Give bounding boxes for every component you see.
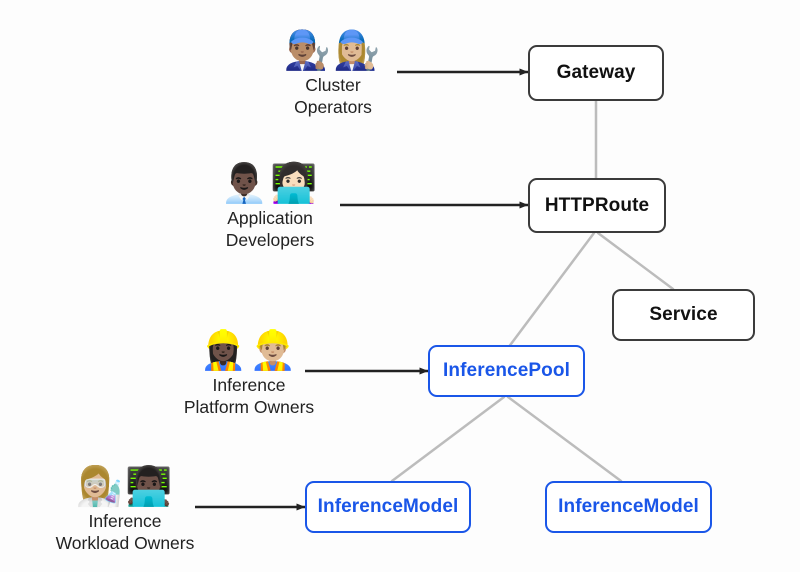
- persona-application-developers: 👨🏿‍💼👩🏻‍💻 Application Developers: [160, 161, 380, 251]
- node-gateway[interactable]: Gateway: [528, 45, 664, 101]
- node-label-inferencemodel-1: InferenceModel: [317, 496, 459, 517]
- application-developers-emoji-icons: 👨🏿‍💼👩🏻‍💻: [220, 161, 320, 205]
- node-label-inferencepool: InferencePool: [443, 360, 570, 381]
- node-inferencemodel-2[interactable]: InferenceModel: [545, 481, 712, 533]
- edge-httproute-service: [596, 231, 675, 291]
- edge-inferencepool-inferencemodel-1: [390, 395, 506, 483]
- persona-cluster-operators: 👨🏽‍🔧👩🏼‍🔧 Cluster Operators: [223, 28, 443, 118]
- node-httproute[interactable]: HTTPRoute: [528, 178, 666, 233]
- inference-platform-owners-emoji-icons: 👷🏿‍♀️👷🏼‍♂️: [199, 328, 299, 372]
- persona-label-application-developers: Application Developers: [225, 208, 315, 250]
- cluster-operators-emoji-icons: 👨🏽‍🔧👩🏼‍🔧: [283, 28, 383, 72]
- edge-inferencepool-inferencemodel-2: [506, 395, 623, 483]
- persona-inference-workload-owners: 👩🏼‍🔬👨🏿‍💻 Inference Workload Owners: [15, 464, 235, 554]
- persona-label-inference-platform-owners: Inference Platform Owners: [183, 375, 315, 417]
- node-label-httproute: HTTPRoute: [544, 194, 650, 216]
- node-label-service: Service: [649, 304, 718, 325]
- inference-workload-owners-emoji-icons: 👩🏼‍🔬👨🏿‍💻: [75, 464, 175, 508]
- node-inferencepool[interactable]: InferencePool: [428, 345, 585, 397]
- persona-inference-platform-owners: 👷🏿‍♀️👷🏼‍♂️ Inference Platform Owners: [139, 328, 359, 418]
- node-label-gateway: Gateway: [556, 62, 636, 83]
- persona-label-inference-workload-owners: Inference Workload Owners: [55, 511, 195, 553]
- node-inferencemodel-1[interactable]: InferenceModel: [305, 481, 471, 533]
- node-service[interactable]: Service: [612, 289, 755, 341]
- edge-httproute-inferencepool: [506, 231, 596, 350]
- node-label-inferencemodel-2: InferenceModel: [558, 496, 699, 517]
- persona-label-cluster-operators: Cluster Operators: [294, 75, 372, 117]
